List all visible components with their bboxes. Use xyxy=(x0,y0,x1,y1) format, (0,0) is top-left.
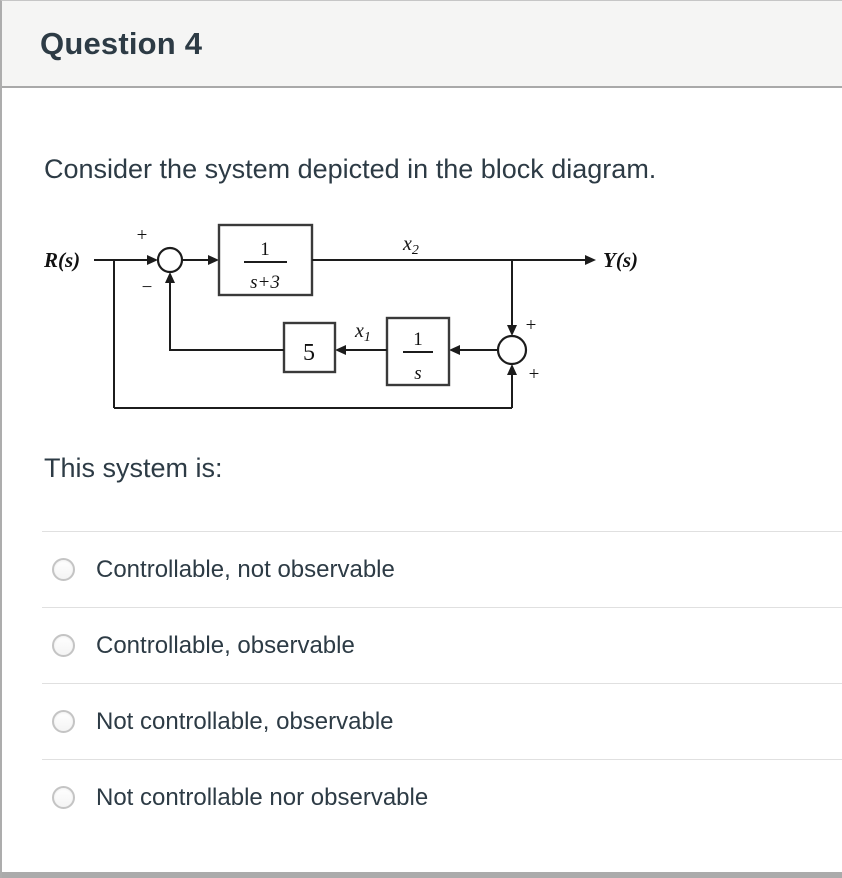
question-prompt: Consider the system depicted in the bloc… xyxy=(44,154,657,184)
block2-numerator: 1 xyxy=(413,329,423,350)
arrow-into-gain xyxy=(335,345,346,355)
arrow-into-sum2-top xyxy=(507,325,517,336)
block-diagram: R(s) + − 1 s+3 x2 Y(s) xyxy=(43,223,638,409)
input-signal-label: R(s) xyxy=(43,248,80,272)
block1-numerator: 1 xyxy=(260,239,270,260)
answer-option-1[interactable]: Controllable, not observable xyxy=(42,531,842,607)
summing-junction-1 xyxy=(156,246,184,274)
arrow-into-sum1 xyxy=(147,255,158,265)
question-followup: This system is: xyxy=(44,453,223,483)
radio-button[interactable] xyxy=(52,710,75,733)
gain-label: 5 xyxy=(303,340,315,366)
answer-option-2[interactable]: Controllable, observable xyxy=(42,607,842,683)
radio-button[interactable] xyxy=(52,786,75,809)
answer-option-label: Not controllable, observable xyxy=(96,707,394,735)
block1-denominator: s+3 xyxy=(250,272,280,293)
state-x1-label: x1 xyxy=(354,320,371,345)
block2-denominator: s xyxy=(414,363,421,384)
answer-option-4[interactable]: Not controllable nor observable xyxy=(42,759,842,835)
radio-button[interactable] xyxy=(52,558,75,581)
answer-option-label: Not controllable nor observable xyxy=(96,783,429,811)
answer-option-label: Controllable, observable xyxy=(96,631,355,659)
state-x2-label: x2 xyxy=(402,233,419,258)
card-bottom-border xyxy=(2,872,842,878)
arrow-into-output xyxy=(585,255,596,265)
output-signal-label: Y(s) xyxy=(603,248,638,272)
question-title: Question 4 xyxy=(40,25,203,61)
arrow-into-sum1-bottom xyxy=(165,272,175,283)
feedback-line xyxy=(169,283,284,351)
answer-options-list: Controllable, not observable Controllabl… xyxy=(42,531,842,835)
gain-block xyxy=(282,321,337,374)
arrow-into-sum2-bottom xyxy=(507,364,517,375)
radio-button[interactable] xyxy=(52,634,75,657)
arrow-into-block2 xyxy=(449,345,460,355)
arrow-into-block1 xyxy=(208,255,219,265)
summing-junction-2 xyxy=(496,334,528,366)
answer-option-3[interactable]: Not controllable, observable xyxy=(42,683,842,759)
sum1-minus-sign: − xyxy=(142,277,153,298)
question-header: Question 4 xyxy=(2,1,842,88)
sum1-plus-sign: + xyxy=(137,225,148,246)
sum2-plus-bottom-sign: + xyxy=(529,364,540,385)
sum2-plus-top-sign: + xyxy=(526,315,537,336)
question-body: Consider the system depicted in the bloc… xyxy=(2,152,842,835)
answer-option-label: Controllable, not observable xyxy=(96,555,395,583)
